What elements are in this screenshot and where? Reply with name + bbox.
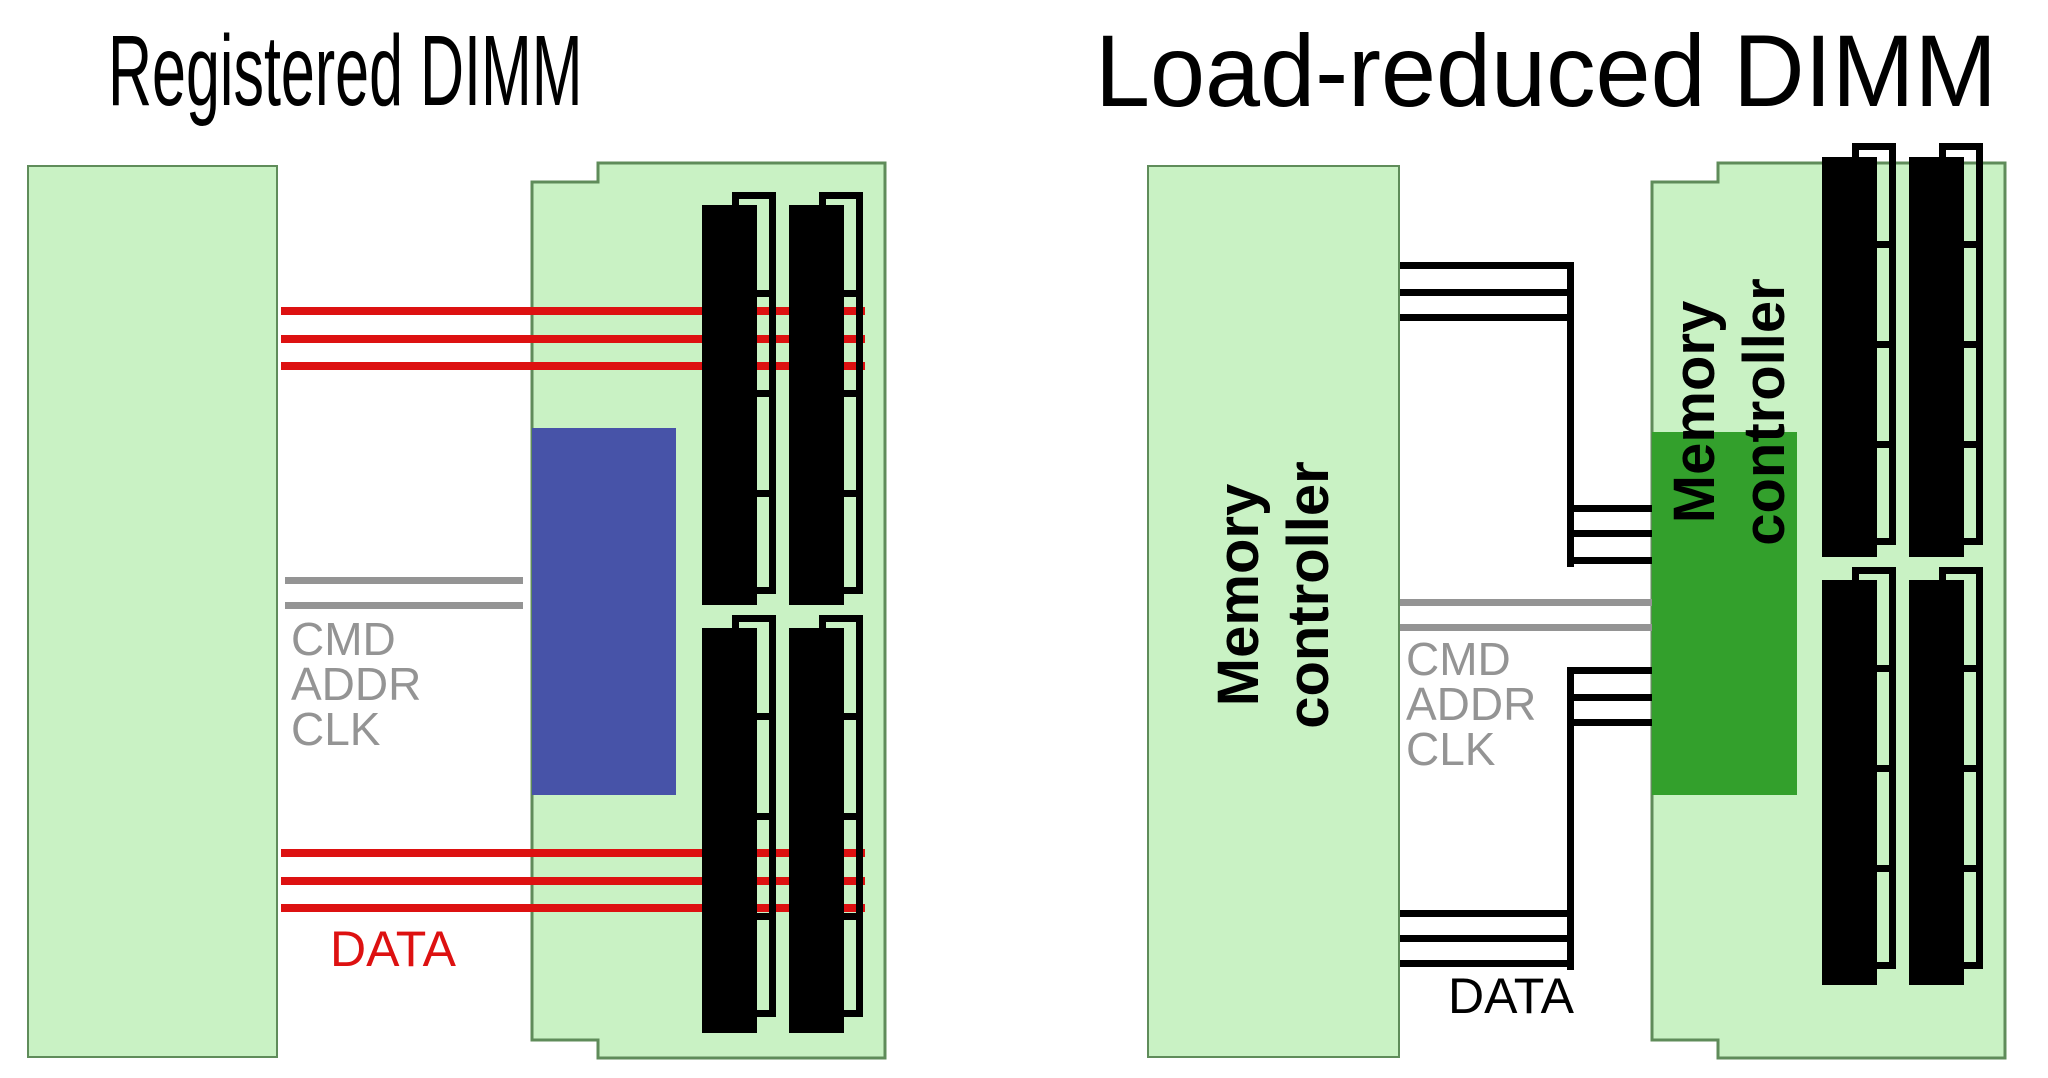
lrdimm-data-bus (1567, 667, 1574, 970)
lrdimm-data-line (1567, 694, 1652, 701)
lrdimm-cmd-line (1567, 557, 1652, 564)
lrdimm-title: Load-reduced DIMM (1095, 14, 1997, 128)
dram-chip-front (702, 205, 757, 605)
cmd-label: CMD (291, 613, 396, 665)
rdimm-cmd-line (285, 577, 523, 584)
lrdimm-gray-cmd-line (1400, 599, 1652, 606)
buffer-label-line1: Memory (1662, 300, 1727, 524)
lrdimm-memory-controller-box (1147, 165, 1400, 1058)
lrdimm-cmd-line (1400, 314, 1574, 321)
lrdimm-memory-controller-label: Memory controller (1194, 415, 1354, 775)
memory-controller-label-line2: controller (1276, 461, 1341, 729)
dram-chip-front (789, 205, 844, 605)
addr-label: ADDR (291, 658, 422, 710)
rdimm-data-line (281, 362, 865, 370)
lrdimm-data-line (1400, 960, 1574, 967)
rdimm-data-line (281, 849, 865, 857)
lrdimm-signal-labels: CMD ADDR CLK (1406, 633, 1537, 775)
rdimm-data-line (281, 307, 865, 315)
dram-chip-front (1822, 580, 1877, 985)
dram-chip-front (1909, 580, 1964, 985)
memory-buffer-label: Memory controller (1650, 232, 1810, 592)
lrdimm-data-line (1400, 935, 1574, 942)
buffer-label-line2: controller (1732, 278, 1797, 546)
cmd-label: CMD (1406, 633, 1511, 685)
lrdimm-data-label: DATA (1448, 968, 1574, 1024)
dram-chip-front (789, 628, 844, 1033)
dram-chip-front (702, 628, 757, 1033)
addr-label: ADDR (1406, 678, 1537, 730)
clk-label: CLK (1406, 723, 1496, 775)
rdimm-data-label: DATA (330, 921, 456, 977)
memory-controller-label-line1: Memory (1206, 483, 1271, 707)
lrdimm-gray-cmd-line (1400, 624, 1652, 631)
rdimm-signal-labels: CMD ADDR CLK (291, 613, 422, 755)
rdimm-memory-controller-box (27, 165, 278, 1058)
memory-buffer-chip (1652, 432, 1797, 795)
lrdimm-data-line (1567, 719, 1652, 726)
lrdimm-cmd-line (1567, 505, 1652, 512)
lrdimm-data-line (1567, 667, 1652, 674)
dram-chip-front (1909, 157, 1964, 557)
rdimm-cmd-line (285, 602, 523, 609)
lrdimm-cmd-line (1400, 289, 1574, 296)
lrdimm-data-line (1400, 910, 1574, 917)
lrdimm-cmd-line (1400, 262, 1574, 269)
clk-label: CLK (291, 703, 381, 755)
rdimm-title: Registered DIMM (108, 15, 583, 127)
lrdimm-cmd-line (1567, 530, 1652, 537)
lrdimm-cmd-bus (1567, 262, 1574, 567)
rdimm-data-line (281, 335, 865, 343)
dram-chip-front (1822, 157, 1877, 557)
register-chip (532, 428, 676, 795)
rdimm-data-line (281, 904, 865, 912)
rdimm-data-line (281, 877, 865, 885)
